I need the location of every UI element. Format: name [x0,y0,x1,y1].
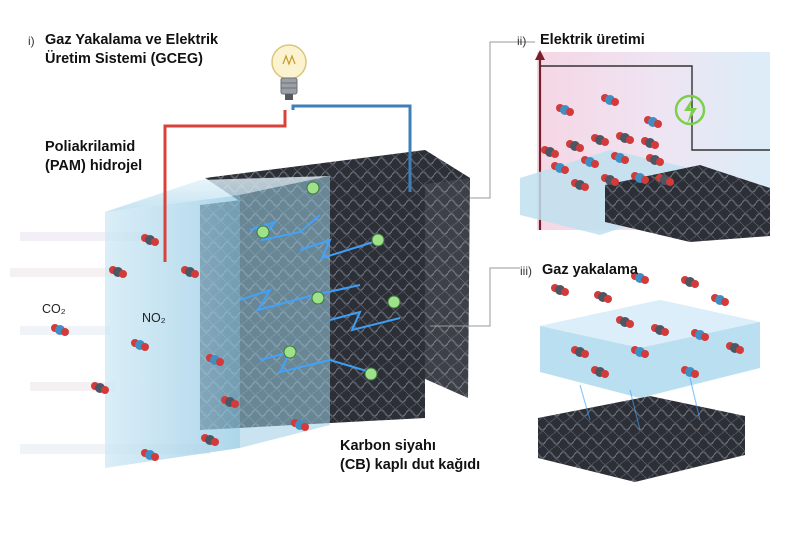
panel-i-title-line1: Gaz Yakalama ve Elektrik [45,32,219,48]
carbon-label-line2: (CB) kaplı dut kağıdı [340,457,481,473]
electron-markers [256,181,401,381]
co2-label: CO₂ [42,302,66,316]
no2-label: NO₂ [142,311,166,325]
wire-red [163,110,287,262]
cb-paper-ii [605,165,770,242]
panel-ii-numeral: ii) [517,34,527,48]
hydrogel-top [105,176,330,212]
wire-blue [291,104,412,192]
hydrogel-label-line1: Poliakrilamid [45,139,136,155]
charging-bolt-icon [674,94,706,126]
hydrogel-front [105,195,240,468]
panel-ii-title: Elektrik üretimi [540,32,645,48]
panel-i-title-line2: Üretim Sistemi (GCEG) [45,51,203,67]
hydrogel-label: Poliakrilamid (PAM) hidrojel [45,138,142,176]
carbon-label-line1: Karbon siyahı [340,438,436,454]
panel-iii-numeral: iii) [520,264,532,278]
cb-paper-side [423,150,470,398]
panel-iii-title: Gaz yakalama [542,262,638,278]
hydrogel-side [240,176,330,448]
cb-paper-iii [538,396,745,482]
carbon-paper-label: Karbon siyahı (CB) kaplı dut kağıdı [340,437,480,475]
panel-i-title: Gaz Yakalama ve Elektrik Üretim Sistemi … [45,31,218,69]
lightbulb-icon [271,44,307,100]
leader-line-iii [430,267,520,327]
lightning-discharges [239,214,401,374]
hydrogel-label-line2: (PAM) hidrojel [45,158,143,174]
panel-i-numeral: i) [28,34,35,48]
leader-line-ii [470,41,535,199]
capture-links [579,377,701,431]
